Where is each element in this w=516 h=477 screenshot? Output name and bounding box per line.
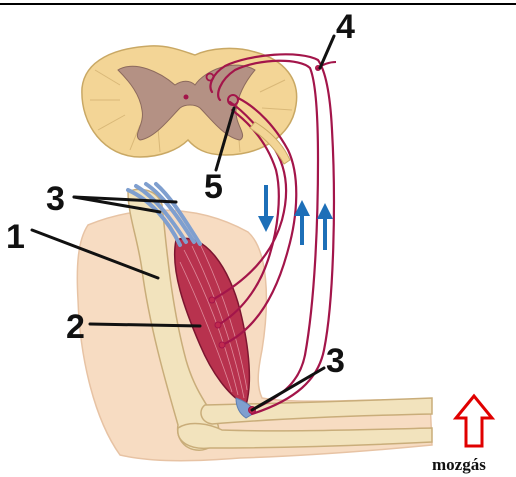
label-2: 2 xyxy=(66,308,85,346)
label-5: 5 xyxy=(204,168,223,206)
label-3-bottom: 3 xyxy=(326,342,345,380)
label-1: 1 xyxy=(6,218,25,256)
movement-caption: mozgás xyxy=(432,455,486,474)
pointer-2 xyxy=(90,324,200,326)
central-canal xyxy=(184,95,189,100)
label-4: 4 xyxy=(336,8,355,46)
label-3-top: 3 xyxy=(46,180,65,218)
